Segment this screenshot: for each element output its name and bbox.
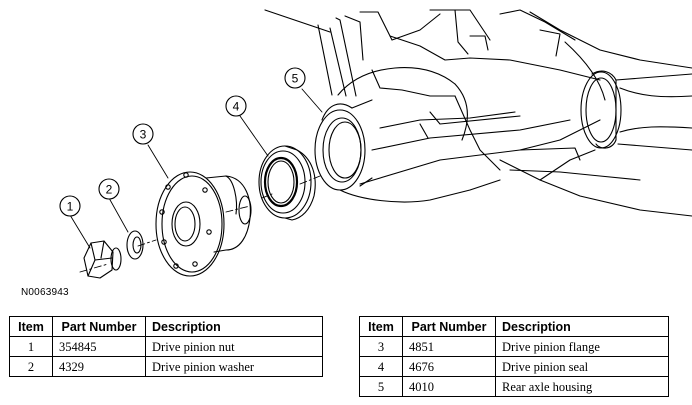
svg-text:1: 1 — [67, 200, 74, 214]
pinion-centerline — [79, 175, 321, 273]
callout-1: 1 — [59, 195, 81, 217]
part-description: Drive pinion flange — [495, 336, 669, 357]
drive-pinion-nut — [83, 240, 122, 279]
callout-5: 5 — [284, 67, 306, 89]
part-number: 354845 — [52, 336, 146, 357]
rear-axle-housing — [264, 9, 692, 217]
table-row: 1 354845 Drive pinion nut — [9, 336, 323, 357]
item-number: 4 — [359, 356, 403, 377]
column-header-item: Item — [359, 316, 403, 337]
part-number: 4851 — [402, 336, 496, 357]
callout-3: 3 — [132, 123, 154, 145]
part-description: Drive pinion nut — [145, 336, 323, 357]
column-header-description: Description — [145, 316, 323, 337]
parts-table-left: Item Part Number Description 1 354845 Dr… — [9, 316, 323, 377]
table-row: 5 4010 Rear axle housing — [359, 376, 669, 397]
svg-text:5: 5 — [292, 72, 299, 86]
item-number: 1 — [9, 336, 53, 357]
parts-table-right: Item Part Number Description 3 4851 Driv… — [359, 316, 669, 397]
exploded-view-diagram: 1 2 3 4 5 — [59, 9, 692, 279]
part-description: Drive pinion seal — [495, 356, 669, 377]
column-header-part-number: Part Number — [402, 316, 496, 337]
part-description: Drive pinion washer — [145, 356, 323, 377]
table-row: 4 4676 Drive pinion seal — [359, 356, 669, 377]
svg-text:4: 4 — [233, 100, 240, 114]
svg-text:2: 2 — [106, 183, 113, 197]
part-description: Rear axle housing — [495, 376, 669, 397]
item-number: 3 — [359, 336, 403, 357]
column-header-part-number: Part Number — [52, 316, 146, 337]
item-number: 2 — [9, 356, 53, 377]
column-header-description: Description — [495, 316, 669, 337]
callout-4: 4 — [225, 95, 247, 117]
item-number: 5 — [359, 376, 403, 397]
part-number: 4010 — [402, 376, 496, 397]
part-number: 4676 — [402, 356, 496, 377]
table-header-row: Item Part Number Description — [9, 316, 323, 337]
table-header-row: Item Part Number Description — [359, 316, 669, 337]
figure-id: N0063943 — [21, 287, 69, 298]
drive-pinion-seal — [258, 145, 316, 221]
callout-2: 2 — [98, 178, 120, 200]
table-row: 3 4851 Drive pinion flange — [359, 336, 669, 357]
part-number: 4329 — [52, 356, 146, 377]
table-row: 2 4329 Drive pinion washer — [9, 356, 323, 377]
leader-lines — [69, 88, 323, 249]
column-header-item: Item — [9, 316, 53, 337]
drive-pinion-flange — [155, 171, 252, 277]
svg-text:3: 3 — [140, 128, 147, 142]
